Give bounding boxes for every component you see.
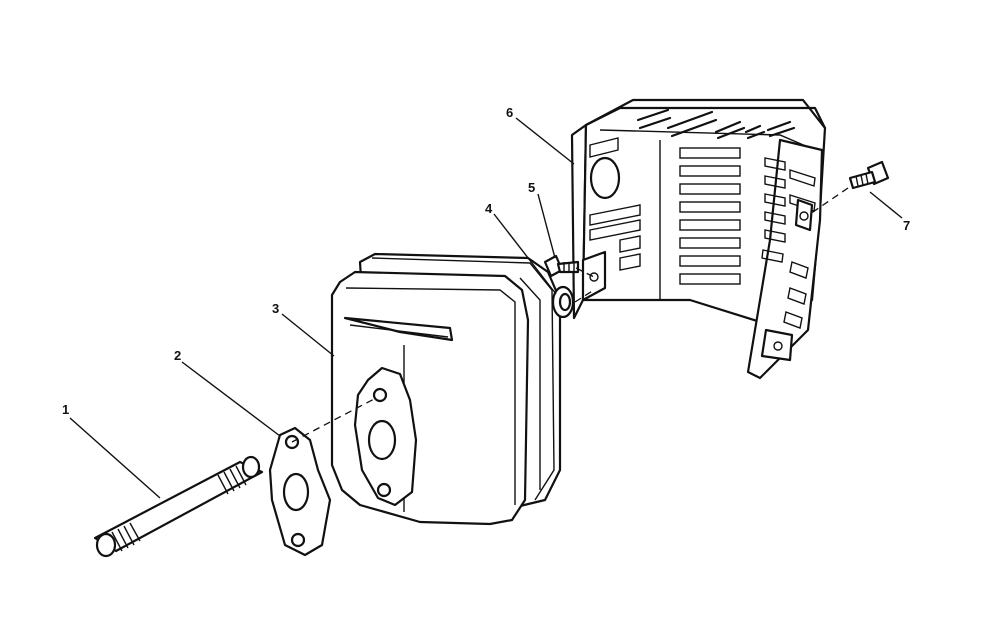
right-vent-slots (761, 157, 816, 329)
callout-5: 5 (528, 180, 535, 195)
callout-labels: 1 2 3 4 5 6 7 (62, 105, 910, 417)
stud-thread-lines (111, 465, 247, 552)
callout-2: 2 (174, 348, 181, 363)
washer-part (551, 285, 575, 319)
back-vent-slots (679, 147, 741, 285)
assembly-lines (291, 187, 849, 443)
callout-3: 3 (272, 301, 279, 316)
callout-1: 1 (62, 402, 69, 417)
leader-lines (69, 117, 903, 499)
callout-7: 7 (903, 218, 910, 233)
callout-6: 6 (506, 105, 513, 120)
bolt-part-right (848, 160, 890, 190)
gasket-part (268, 426, 332, 557)
stud-bolt-part (93, 455, 264, 558)
left-vent-slots (589, 137, 641, 271)
callout-4: 4 (485, 201, 493, 216)
bolt-part (543, 254, 580, 278)
top-vent-slots (636, 108, 796, 140)
heat-shield-part (570, 98, 827, 380)
muffler-part (330, 252, 562, 526)
